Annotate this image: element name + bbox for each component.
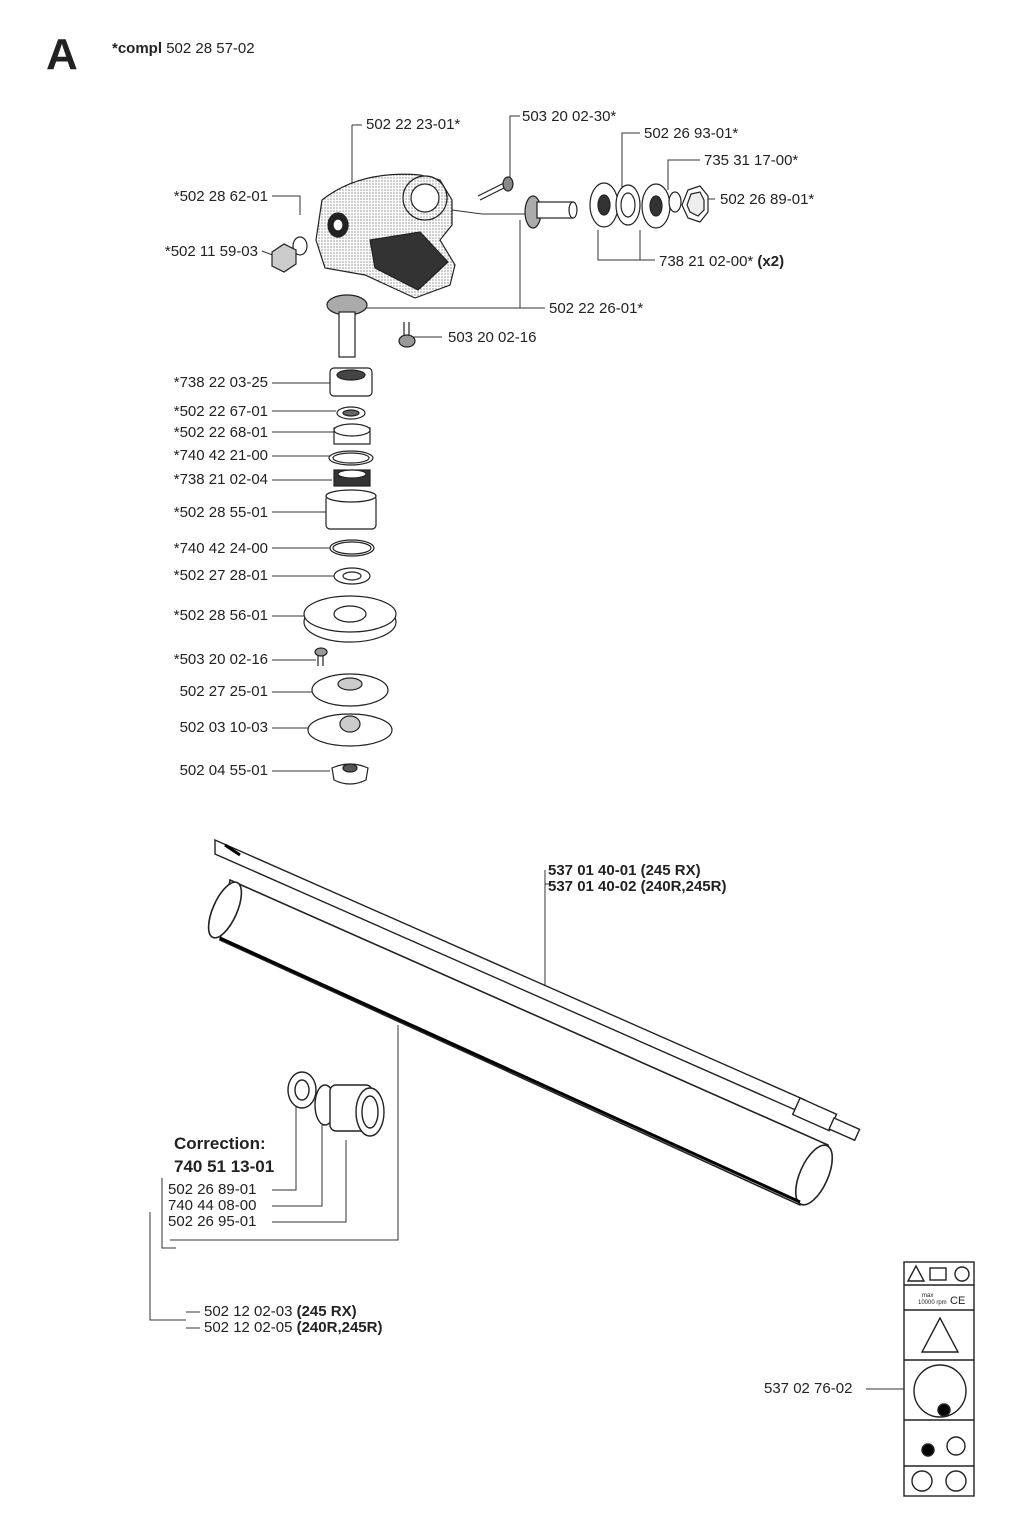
drive-shaft-part: [214, 838, 861, 1142]
label-stack-3: *502 22 68-01: [173, 424, 268, 441]
label-bush-3: 502 26 95-01: [168, 1213, 257, 1230]
stack-parts: [303, 367, 397, 785]
label-stack-5: *738 21 02-04: [173, 471, 268, 488]
decal-rpm-text: 10000 rpm: [918, 1300, 947, 1306]
label-stack-6: *502 28 55-01: [173, 504, 268, 521]
warning-decal: [903, 1261, 975, 1497]
label-shaft-1: 537 01 40-01 (245 RX): [548, 862, 701, 879]
correction-title: Correction:: [174, 1134, 266, 1153]
label-tube-1-number: 502 12 02-03: [204, 1303, 293, 1320]
screw-top-part: [477, 176, 514, 201]
label-tube-1: 502 12 02-03 (245 RX): [204, 1303, 357, 1321]
label-bearing-x2-number: 738 21 02-00*: [659, 253, 754, 270]
compl-number: 502 28 57-02: [166, 40, 255, 57]
correction-number: 740 51 13-01: [174, 1157, 275, 1176]
decal-ce-text: CE: [950, 1295, 965, 1307]
plug-part: [271, 236, 308, 273]
label-nut-hex: 502 26 89-01*: [720, 191, 815, 208]
screw-mid-part: [398, 322, 416, 348]
label-stack-9: *502 28 56-01: [173, 607, 268, 624]
label-bearing-x2: 738 21 02-00* (x2): [659, 253, 784, 271]
label-stack-12: 502 03 10-03: [179, 719, 268, 736]
label-circlip: 735 31 17-00*: [704, 152, 799, 169]
label-stack-1: *738 22 03-25: [173, 374, 268, 391]
compl-header: *compl 502 28 57-02: [112, 40, 255, 57]
label-stack-10: *503 20 02-16: [173, 651, 268, 668]
label-tube-2-model: (240R,245R): [296, 1319, 383, 1336]
pinion-horizontal-part: [524, 195, 578, 229]
label-stack-2: *502 22 67-01: [173, 403, 268, 420]
label-shaft-2: 537 01 40-02 (240R,245R): [548, 878, 727, 895]
label-screw-top: 503 20 02-30*: [522, 108, 617, 125]
label-tube-1-model: (245 RX): [296, 1303, 357, 1320]
leader-lines: [149, 115, 904, 1390]
label-decal: 537 02 76-02: [764, 1380, 853, 1397]
label-screw-mid: 503 20 02-16: [448, 329, 537, 346]
label-tube-2-number: 502 12 02-05: [204, 1319, 293, 1336]
label-plug-seal: *502 28 62-01: [173, 188, 268, 205]
label-stack-8: *502 27 28-01: [173, 567, 268, 584]
section-letter: A: [46, 30, 78, 79]
label-bearing-x2-suffix: (x2): [757, 253, 785, 270]
label-plug: *502 11 59-03: [164, 243, 258, 260]
decal-max-text: max: [922, 1293, 933, 1299]
gear-housing-part: [315, 173, 456, 299]
label-stack-13: 502 04 55-01: [179, 762, 268, 779]
compl-prefix: *compl: [112, 40, 163, 57]
label-ring-top: 502 26 93-01*: [644, 125, 739, 142]
tube-part: [207, 878, 834, 1207]
label-stack-7: *740 42 24-00: [173, 540, 268, 557]
bushing-parts: [287, 1071, 385, 1137]
label-gear-housing: 502 22 23-01*: [366, 116, 461, 133]
label-stack-4: *740 42 21-00: [173, 447, 268, 464]
bearing-ring-set: [589, 182, 709, 229]
pinion-vertical-part: [326, 294, 368, 358]
label-bush-2: 740 44 08-00: [168, 1197, 257, 1214]
label-bush-1: 502 26 89-01: [168, 1181, 257, 1198]
label-stack-11: 502 27 25-01: [179, 683, 268, 700]
label-bevel-gear: 502 22 26-01*: [549, 300, 644, 317]
label-tube-2: 502 12 02-05 (240R,245R): [204, 1319, 382, 1337]
